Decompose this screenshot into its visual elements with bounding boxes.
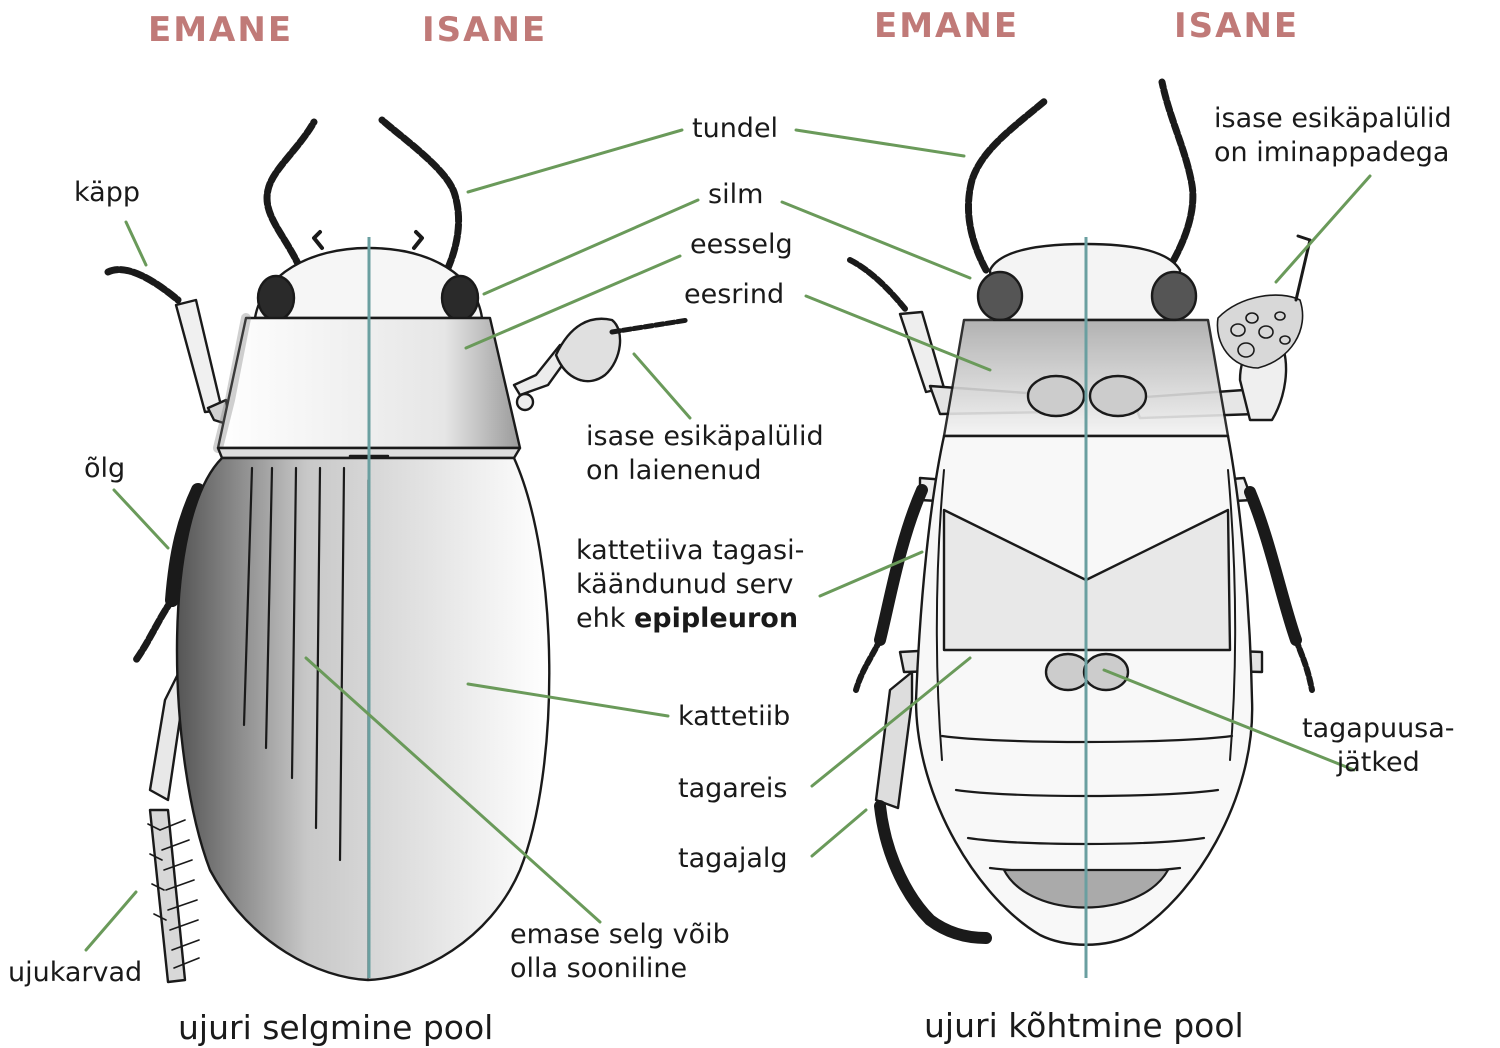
leader-epipleuron [820, 552, 922, 596]
label-epipleuron-ehk: ehk [576, 603, 634, 634]
label-isase-laienenud-line2: on laienenud [586, 454, 824, 488]
label-tagapuusa-line1: tagapuusa- [1302, 712, 1455, 746]
leader-iminapp [1276, 176, 1370, 282]
ventral-antenna-right [1162, 82, 1193, 270]
label-epipleuron: kattetiiva tagasi- käändunud serv ehk ep… [576, 534, 804, 636]
caption-dorsal: ujuri selgmine pool [178, 1008, 493, 1047]
label-kapp: käpp [74, 176, 140, 210]
label-emase-line2: olla sooniline [510, 952, 730, 986]
label-emase-selg: emase selg võib olla sooniline [510, 918, 730, 986]
leader-olg [114, 490, 168, 548]
label-epipleuron-line1: kattetiiva tagasi- [576, 534, 804, 568]
label-epipleuron-line3: ehk epipleuron [576, 602, 804, 636]
leader-tagajalg [812, 810, 866, 856]
caption-ventral: ujuri kõhtmine pool [924, 1006, 1244, 1045]
leader-kapp [126, 222, 146, 265]
ventral-eye-left [978, 272, 1022, 320]
label-isase-laienenud-line1: isase esikäpalülid [586, 420, 824, 454]
header-ventral-female: EMANE [874, 6, 1019, 46]
label-iminapp: isase esikäpalülid on iminappadega [1214, 102, 1452, 170]
leader-silm-right [782, 202, 970, 278]
leader-laienenud [634, 354, 690, 418]
leader-tundel-left [468, 130, 682, 192]
label-tagareis: tagareis [678, 772, 788, 806]
label-kattetiib: kattetiib [678, 700, 790, 734]
ventral-antenna-left [968, 100, 1046, 270]
label-tagajalg: tagajalg [678, 842, 788, 876]
label-tundel: tundel [692, 112, 778, 146]
label-eesselg: eesselg [690, 228, 793, 262]
label-ujukarvad: ujukarvad [8, 956, 142, 990]
ventral-body-outline [916, 436, 1252, 945]
dorsal-eye-left [258, 276, 294, 320]
label-eesrind: eesrind [684, 278, 784, 312]
label-tagapuusa: tagapuusa- jätked [1302, 712, 1455, 780]
header-dorsal-male: ISANE [422, 10, 547, 50]
leader-silm-left [484, 200, 698, 294]
dorsal-elytra [177, 458, 549, 980]
label-epipleuron-term: epipleuron [634, 603, 798, 634]
dorsal-eye-right [442, 276, 478, 320]
header-ventral-male: ISANE [1174, 6, 1299, 46]
label-isase-laienenud: isase esikäpalülid on laienenud [586, 420, 824, 488]
header-dorsal-female: EMANE [148, 10, 293, 50]
label-epipleuron-line2: käändunud serv [576, 568, 804, 602]
dorsal-front-leg-left [108, 270, 230, 425]
label-iminapp-line2: on iminappadega [1214, 136, 1452, 170]
dorsal-antenna-right [382, 120, 459, 268]
label-olg: õlg [84, 452, 125, 486]
label-emase-line1: emase selg võib [510, 918, 730, 952]
leader-ujukarvad [86, 892, 136, 950]
label-iminapp-line1: isase esikäpalülid [1214, 102, 1452, 136]
ventral-male-tarsi-suction-cups [1217, 236, 1310, 368]
ventral-eye-right [1152, 272, 1196, 320]
ventral-beetle [850, 82, 1312, 945]
label-silm: silm [708, 178, 763, 212]
leader-tundel-right [796, 130, 964, 156]
dorsal-front-leg-right [514, 319, 688, 410]
dorsal-antenna-left [267, 122, 314, 268]
label-tagapuusa-line2: jätked [1302, 746, 1455, 780]
